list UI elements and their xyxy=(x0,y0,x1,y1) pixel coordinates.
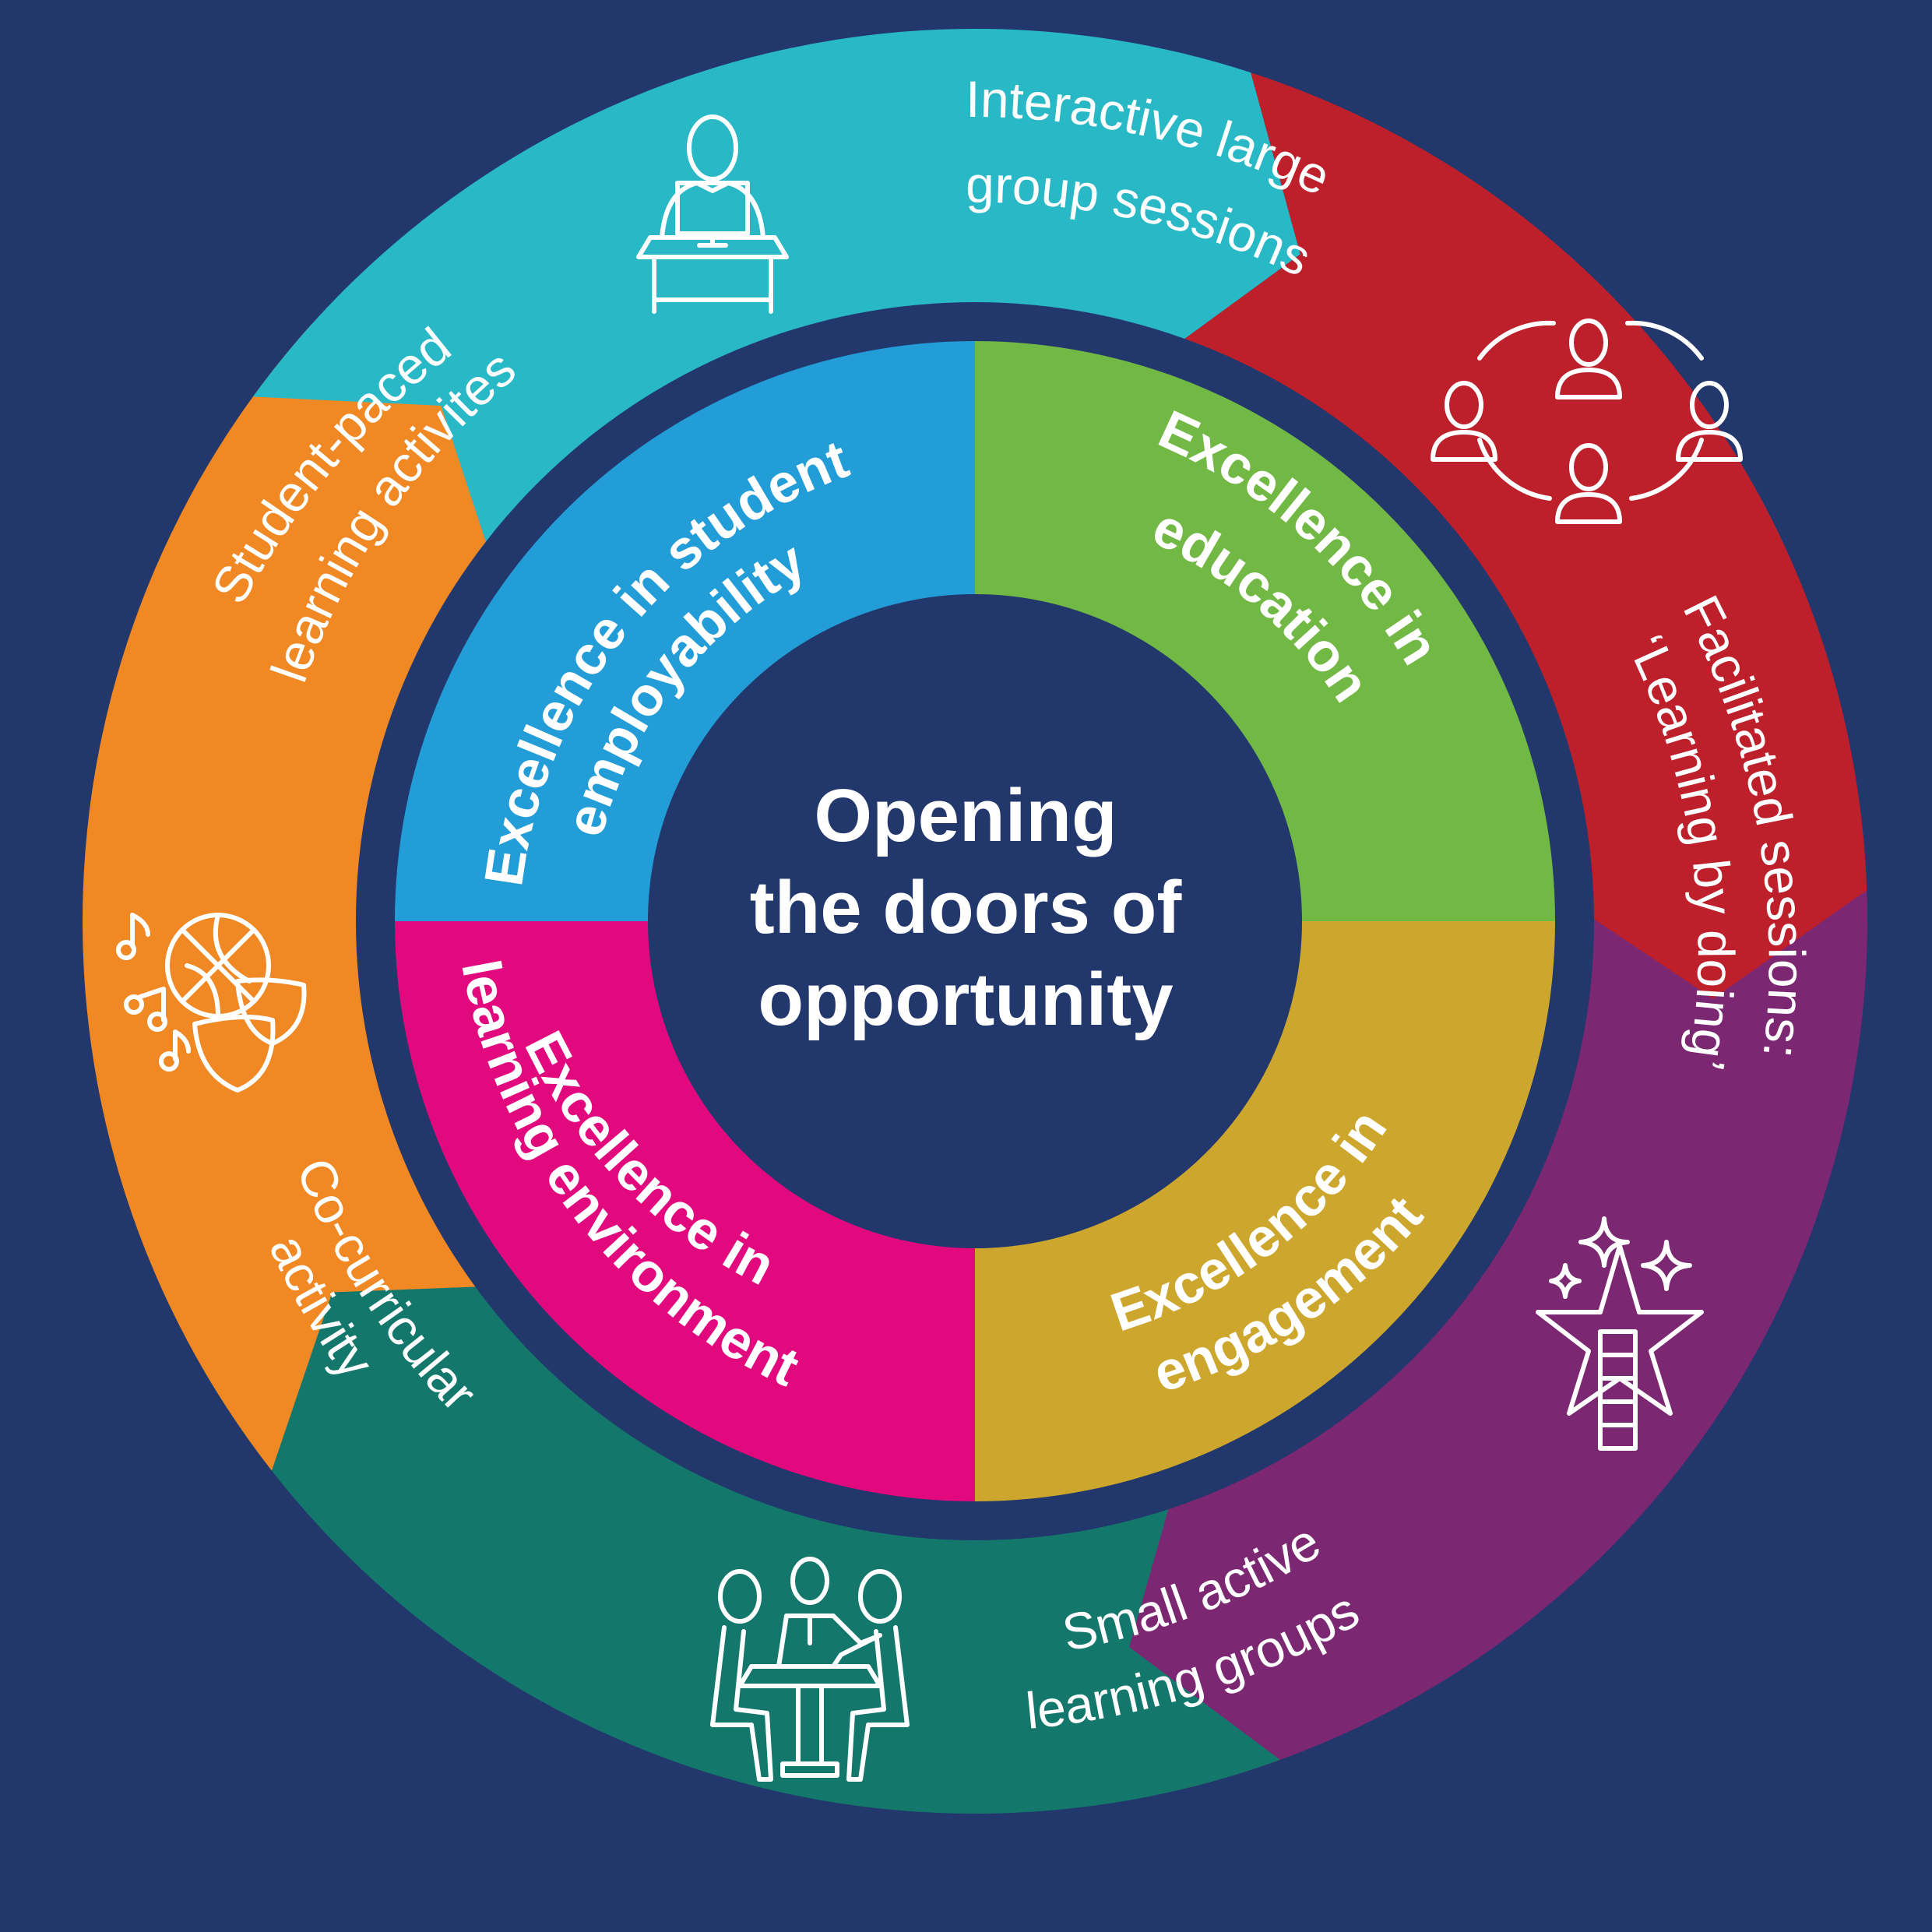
segment-interactive-large-group xyxy=(1157,72,1867,1025)
music-sport-theatre-icon xyxy=(116,913,307,1093)
center-title: Opening the doors of opportunity xyxy=(750,774,1183,1041)
segment-facilitated-sessions xyxy=(1026,890,1867,1794)
center-title-line-2: the doors of xyxy=(750,866,1183,949)
student-desk-computer-icon xyxy=(636,114,789,314)
segment-small-active-groups xyxy=(202,1199,1280,1814)
group-circle-icon xyxy=(1431,318,1743,524)
segment-student-paced xyxy=(252,29,1300,574)
center-circle xyxy=(648,594,1302,1248)
outer-ring xyxy=(82,29,1867,1814)
center-title-line-3: opportunity xyxy=(758,958,1173,1041)
star-ladder-icon xyxy=(1536,1216,1704,1451)
center-title-line-1: Opening xyxy=(814,774,1117,857)
meeting-table-icon xyxy=(710,1557,910,1782)
